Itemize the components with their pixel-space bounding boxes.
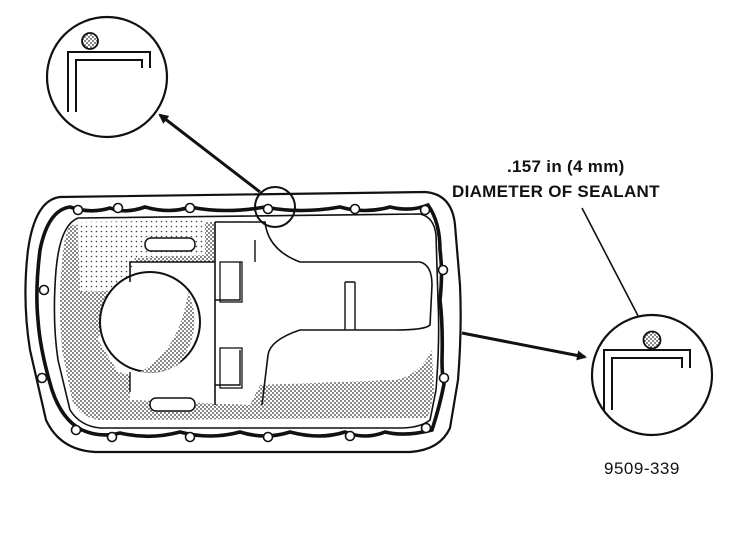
slot-right-upper xyxy=(219,261,243,303)
pan-flange-inner xyxy=(53,213,440,429)
leader-arrow-right xyxy=(461,331,587,361)
oil-pan xyxy=(24,190,462,454)
slot-right-lower xyxy=(219,347,243,389)
callout-line1: .157 in (4 mm) xyxy=(507,157,625,176)
baffle-outline xyxy=(129,221,433,406)
baffle-rib xyxy=(344,281,356,330)
leader-arrow-top xyxy=(158,113,261,194)
bolt-holes xyxy=(36,202,450,443)
slot-upper xyxy=(144,237,196,252)
detail-view-top xyxy=(45,15,169,139)
flange-profile-right xyxy=(603,349,691,410)
sealant-bead-right-icon xyxy=(642,330,662,350)
flange-profile-top xyxy=(67,51,151,112)
callout-line2: DIAMETER OF SEALANT xyxy=(452,182,660,201)
sealant-bead xyxy=(35,202,446,439)
sealant-bead-top-icon xyxy=(81,32,99,50)
slot-lower xyxy=(149,397,196,412)
detail-circle-marker xyxy=(254,186,296,228)
pan-flange-outer xyxy=(24,190,462,454)
detail-circle-top xyxy=(45,15,169,139)
baffle-right xyxy=(129,240,256,392)
pump-bore-shade xyxy=(140,292,195,373)
figure-number: 9509-339 xyxy=(604,459,680,478)
leader-line-callout xyxy=(581,207,649,336)
detail-circle-right xyxy=(590,313,714,437)
detail-view-right xyxy=(590,313,714,437)
